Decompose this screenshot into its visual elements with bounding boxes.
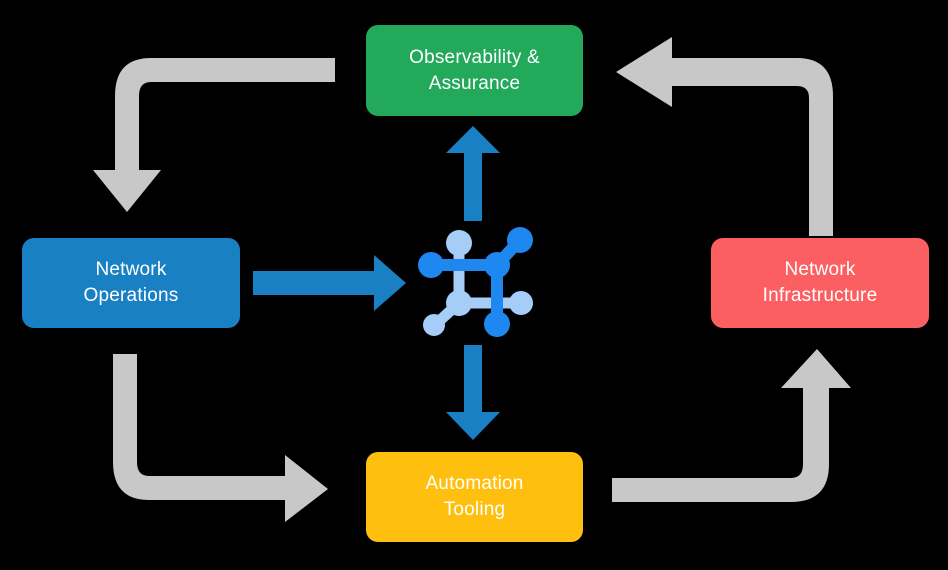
- node-observability-assurance[interactable]: Observability & Assurance: [366, 25, 583, 116]
- blue-arrow-right: [253, 255, 406, 311]
- gray-elbow-arrow-top-left: [93, 58, 335, 212]
- network-topology-icon: [418, 227, 533, 337]
- node-label-network-operations: Network Operations: [83, 259, 179, 306]
- node-label-network-infrastructure: Network Infrastructure: [762, 259, 878, 306]
- node-network-operations[interactable]: Network Operations: [22, 238, 240, 328]
- node-label-observability-assurance: Observability & Assurance: [409, 46, 540, 94]
- blue-arrow-up: [446, 126, 500, 221]
- blue-arrow-down: [446, 345, 500, 440]
- gray-elbow-arrow-top-right: [616, 37, 833, 236]
- gray-elbow-arrow-bottom-right: [612, 349, 851, 502]
- node-automation-tooling[interactable]: Automation Tooling: [366, 452, 583, 542]
- node-label-automation-tooling: Automation Tooling: [425, 473, 524, 520]
- node-network-infrastructure[interactable]: Network Infrastructure: [711, 238, 929, 328]
- gray-elbow-arrow-bottom-left: [113, 354, 328, 522]
